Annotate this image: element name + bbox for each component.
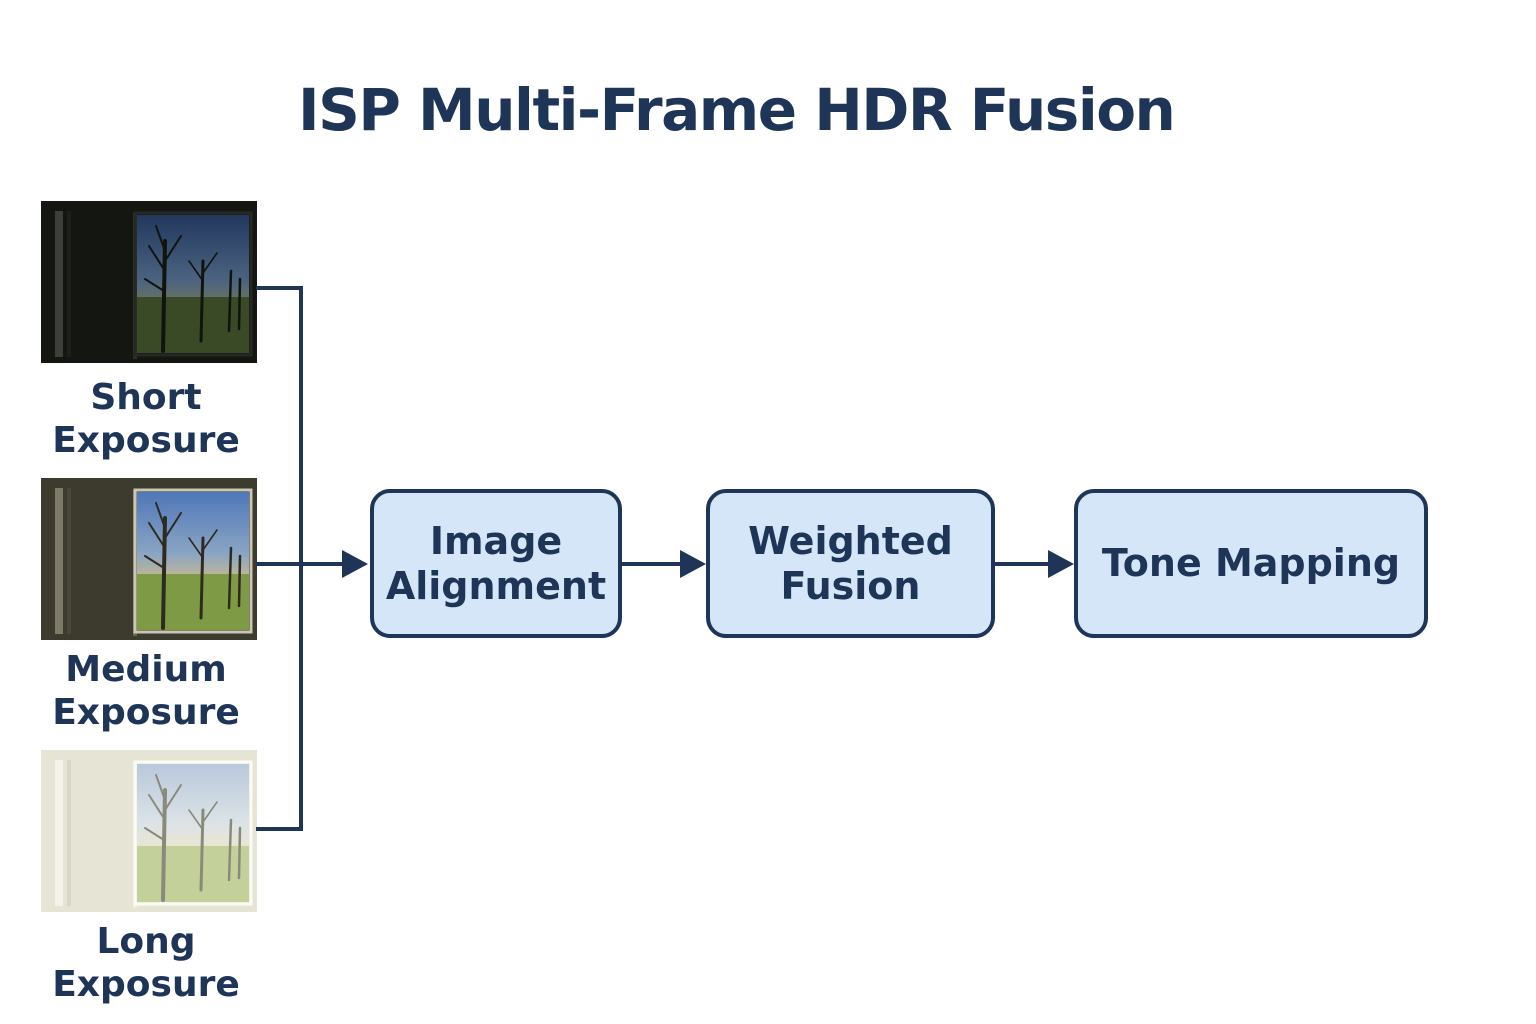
medium-exposure-label-line2: Exposure: [52, 692, 240, 733]
stage-image-alignment-line1: Image: [429, 518, 563, 563]
arrowhead-to-fusion: [680, 550, 706, 578]
short-exposure-label-line1: Short: [90, 377, 202, 418]
stage-weighted-fusion-line2: Fusion: [780, 563, 921, 608]
short-exposure-label-line2: Exposure: [52, 420, 240, 461]
stage-image-alignment: Image Alignment: [370, 489, 622, 638]
long-exposure-label: Long Exposure: [41, 920, 251, 1006]
medium-exposure-label: Medium Exposure: [41, 648, 251, 734]
medium-exposure-image: [41, 478, 257, 640]
short-exposure-image: [41, 201, 257, 363]
merge-bracket: [256, 286, 303, 831]
stage-tone-mapping-line1: Tone Mapping: [1101, 541, 1401, 585]
medium-exposure-label-line1: Medium: [65, 649, 227, 690]
stage-weighted-fusion: Weighted Fusion: [706, 489, 995, 638]
long-exposure-label-line2: Exposure: [52, 964, 240, 1005]
diagram-title: ISP Multi-Frame HDR Fusion: [298, 76, 1176, 144]
long-exposure-label-line1: Long: [96, 921, 196, 962]
long-exposure-image: [41, 750, 257, 912]
short-exposure-label: Short Exposure: [41, 376, 251, 462]
arrowhead-to-tonemapping: [1048, 550, 1074, 578]
stage-tone-mapping: Tone Mapping: [1074, 489, 1428, 638]
stage-weighted-fusion-line1: Weighted: [748, 518, 953, 563]
arrowhead-to-alignment: [342, 550, 368, 578]
stage-image-alignment-line2: Alignment: [385, 563, 607, 608]
